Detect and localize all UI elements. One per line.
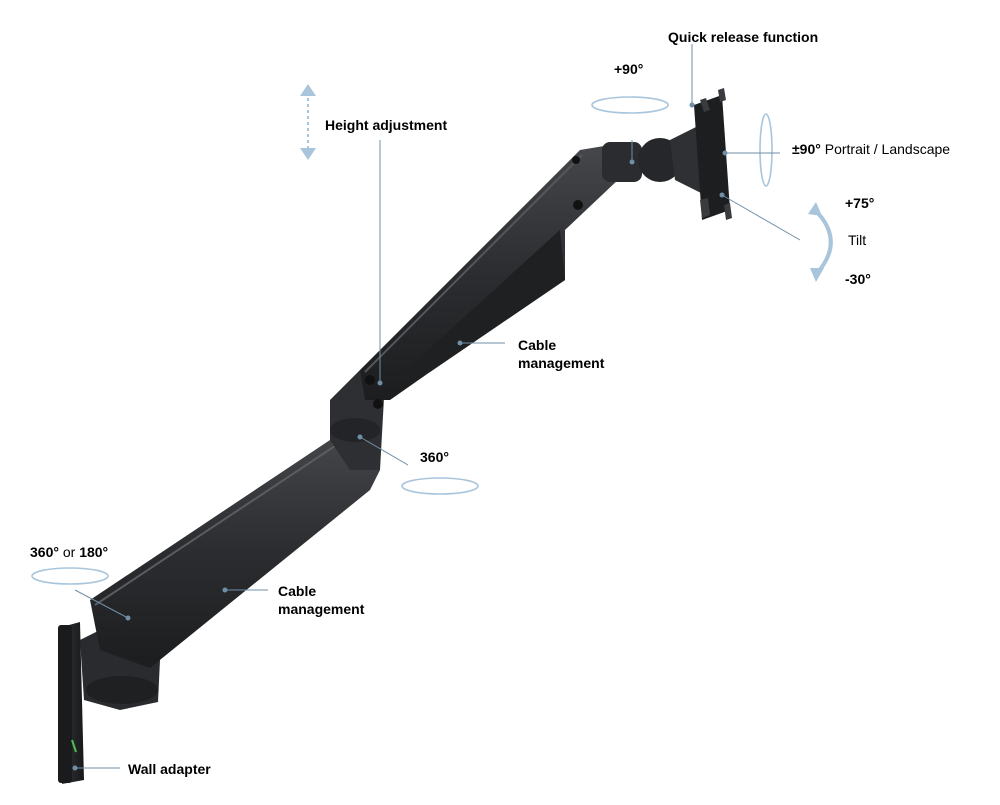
upper-arm — [360, 145, 620, 409]
indicator-light — [71, 739, 77, 753]
rotation-arrow-portrait — [759, 113, 773, 187]
quick-release-label: Quick release function — [668, 29, 819, 45]
lower-arm — [90, 430, 380, 668]
plus-90-label: +90° — [614, 61, 644, 77]
rotation-value: ±90° — [792, 141, 821, 157]
height-arrow — [300, 84, 316, 160]
cable-management-lower-label: Cable management — [278, 582, 364, 618]
base-360: 360° — [30, 544, 59, 560]
tilt-up-label: +75° — [845, 195, 875, 211]
base-180: 180° — [79, 544, 109, 560]
leader-lines — [74, 44, 801, 769]
cable-management-lower-line1: Cable — [278, 583, 317, 599]
base-or: or — [62, 544, 76, 560]
wall-plate — [58, 622, 84, 784]
cable-management-upper-line2: management — [518, 355, 605, 371]
rotation-arrow-plus90 — [591, 96, 669, 114]
tilt-head — [602, 125, 705, 195]
base-rotation-label: 360° or 180° — [30, 543, 108, 561]
rotation-arrow-base — [31, 567, 109, 585]
rotation-arrow-joint — [401, 477, 479, 495]
tilt-down-label: -30° — [845, 271, 871, 287]
portrait-landscape-label: ±90° Portrait / Landscape — [792, 140, 950, 158]
leader-dots — [72, 102, 728, 771]
cable-management-upper-label: Cable management — [518, 336, 604, 372]
wall-adapter-label: Wall adapter — [128, 761, 211, 777]
height-adjustment-label: Height adjustment — [325, 117, 448, 133]
vesa-plate — [694, 88, 732, 220]
tilt-arrow — [808, 202, 833, 282]
joint-360-label: 360° — [420, 449, 449, 465]
tilt-label: Tilt — [848, 232, 867, 248]
rotation-text: Portrait / Landscape — [824, 141, 951, 157]
cable-management-upper-line1: Cable — [518, 337, 557, 353]
cable-management-lower-line2: management — [278, 601, 365, 617]
